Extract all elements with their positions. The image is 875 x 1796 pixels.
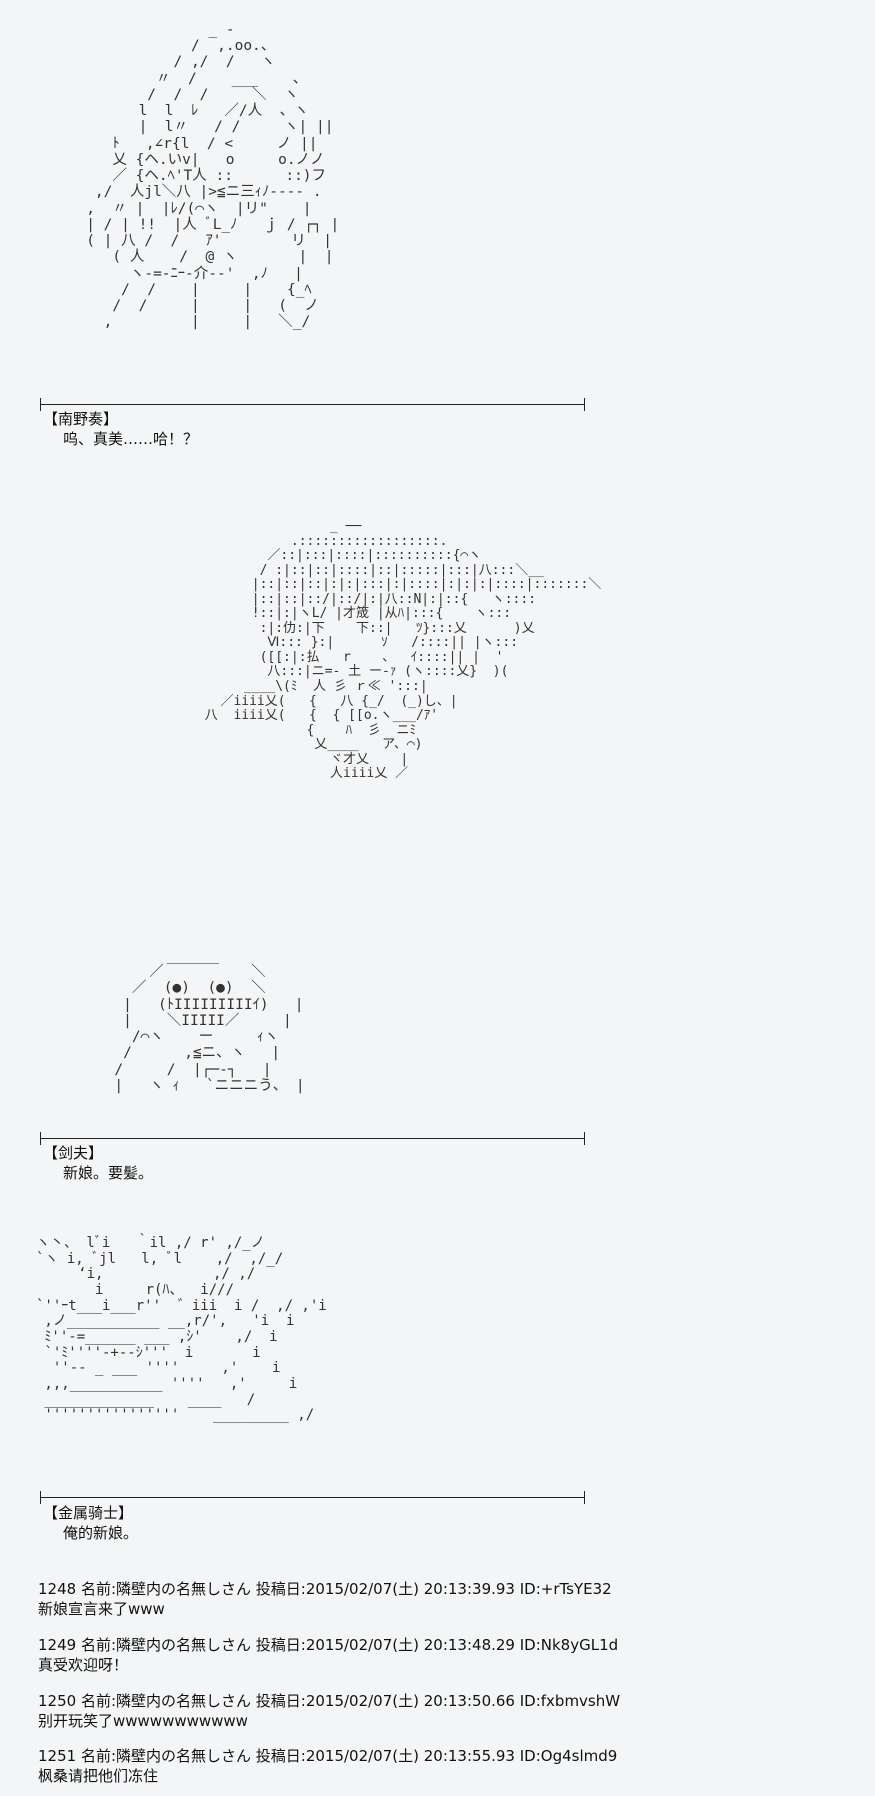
dialogue-block: 【南野奏】 呜、真美……哈！？	[43, 410, 198, 449]
dialogue-line: 俺的新娘。	[63, 1523, 139, 1542]
reply-post: 1248 名前:隣壁内の名無しさん 投稿日:2015/02/07(土) 20:1…	[38, 1580, 612, 1619]
dialogue-line: 新娘。要髪。	[63, 1163, 154, 1182]
divider-rule	[40, 398, 585, 411]
post-body: 真受欢迎呀！	[38, 1655, 129, 1674]
post-header: 1249 名前:隣壁内の名無しさん 投稿日:2015/02/07(土) 20:1…	[38, 1636, 619, 1654]
divider-rule	[40, 1132, 585, 1145]
speaker-name: 【南野奏】	[43, 410, 119, 428]
ascii-art-metal-knight: ヽ丶、 lﾞi ｀il ,/ r' ,/_ノ `ヽ i, ﾞjl l, ﾞl ,…	[36, 1235, 327, 1424]
speaker-name: 【剑夫】	[43, 1144, 104, 1162]
dialogue-block: 【金属骑士】 俺的新娘。	[43, 1504, 138, 1543]
post-body: 枫桑请把他们冻住	[38, 1766, 159, 1785]
divider-rule	[40, 1491, 585, 1504]
speaker-name: 【金属骑士】	[43, 1504, 134, 1522]
post-header: 1248 名前:隣壁内の名無しさん 投稿日:2015/02/07(土) 20:1…	[38, 1580, 612, 1598]
post-body: 别开玩笑了wwwwwwwwwww	[38, 1711, 248, 1730]
post-header: 1250 名前:隣壁内の名無しさん 投稿日:2015/02/07(土) 20:1…	[38, 1692, 621, 1710]
ascii-art-kanade: _ - / ,.oo.、 / ,/ / ヽ 〃 / ___ 、 / / / ＼ …	[86, 22, 340, 331]
ascii-art-character: _ ── .::::::::::::::::::. ／::|:::|::::|:…	[204, 519, 602, 782]
reply-post: 1250 名前:隣壁内の名無しさん 投稿日:2015/02/07(土) 20:1…	[38, 1692, 620, 1731]
dialogue-line: 呜、真美……哈！？	[63, 429, 199, 448]
reply-post: 1251 名前:隣壁内の名無しさん 投稿日:2015/02/07(土) 20:1…	[38, 1747, 617, 1786]
ascii-art-kenpu: ______ ／ ＼ ／ (●) (●) ＼ | (ﾄIIIIIIIIIｲ) |…	[114, 948, 305, 1094]
dialogue-block: 【剑夫】 新娘。要髪。	[43, 1144, 153, 1183]
reply-post: 1249 名前:隣壁内の名無しさん 投稿日:2015/02/07(土) 20:1…	[38, 1636, 618, 1675]
post-body: 新娘宣言来了www	[38, 1599, 165, 1618]
post-header: 1251 名前:隣壁内の名無しさん 投稿日:2015/02/07(土) 20:1…	[38, 1747, 618, 1765]
